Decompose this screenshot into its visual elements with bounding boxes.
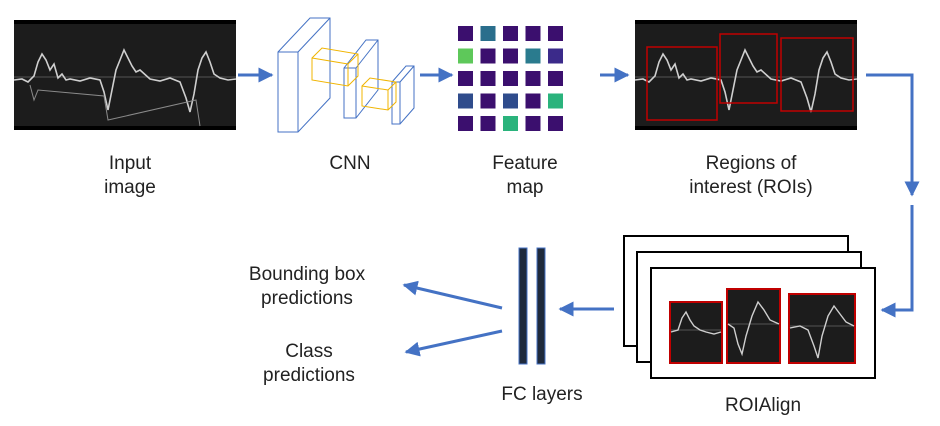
feature-map-cell xyxy=(503,93,518,109)
feature-map-cell xyxy=(458,71,473,86)
feature-map-cell xyxy=(458,26,473,41)
feature-map-cell xyxy=(525,116,541,131)
feature-map-cell xyxy=(480,71,496,86)
label-cnn: CNN xyxy=(329,153,371,174)
cnn-kernels xyxy=(311,47,397,111)
feature-map-cell xyxy=(525,71,541,86)
feature-map-cell xyxy=(548,48,563,64)
cnn-layers xyxy=(277,17,415,133)
label-class-predictions: Class predictions xyxy=(263,341,355,386)
feature-map-cell xyxy=(458,48,473,64)
arrow-rois-to-roialign-bottom xyxy=(880,205,914,318)
feature-map-cell xyxy=(480,26,496,41)
roialign-crop-2 xyxy=(726,288,781,364)
feature-map-cell xyxy=(548,26,563,41)
label-rois: Regions of interest (ROIs) xyxy=(689,153,813,198)
input-image xyxy=(14,20,236,130)
feature-map-cell xyxy=(480,93,496,109)
label-feature-map: Feature map xyxy=(492,153,558,198)
feature-map-cell xyxy=(548,93,563,109)
feature-map-cell xyxy=(525,26,541,41)
roi-box-1 xyxy=(646,46,718,121)
feature-map-cell xyxy=(548,71,563,86)
feature-map-cell xyxy=(525,48,541,64)
feature-map-cell xyxy=(458,116,473,131)
feature-map-cell xyxy=(458,93,473,109)
feature-map-cell xyxy=(548,116,563,131)
arrow-rois-to-roialign-top xyxy=(866,73,920,197)
roi-image xyxy=(635,20,857,130)
feature-map-cell xyxy=(480,48,496,64)
arrow-fc-to-class xyxy=(404,329,503,357)
roialign-crop-3 xyxy=(788,293,856,364)
label-fc-layers: FC layers xyxy=(501,384,583,405)
label-bbox-predictions: Bounding box predictions xyxy=(248,264,366,309)
feature-map xyxy=(458,26,563,131)
feature-map-cell xyxy=(525,93,541,109)
feature-map-cell xyxy=(480,116,496,131)
roialign-crop-1 xyxy=(669,301,723,364)
feature-map-cell xyxy=(503,116,518,131)
arrow-fc-to-bbox xyxy=(402,280,503,310)
fc-layers xyxy=(518,247,546,365)
label-roialign: ROIAlign xyxy=(724,395,802,416)
feature-map-cell xyxy=(503,71,518,86)
roi-box-2 xyxy=(719,33,778,104)
roi-box-3 xyxy=(780,37,854,112)
label-input-image: Input image xyxy=(104,153,156,198)
feature-map-cell xyxy=(503,48,518,64)
roialign-stack xyxy=(623,235,876,379)
feature-map-cell xyxy=(503,26,518,41)
